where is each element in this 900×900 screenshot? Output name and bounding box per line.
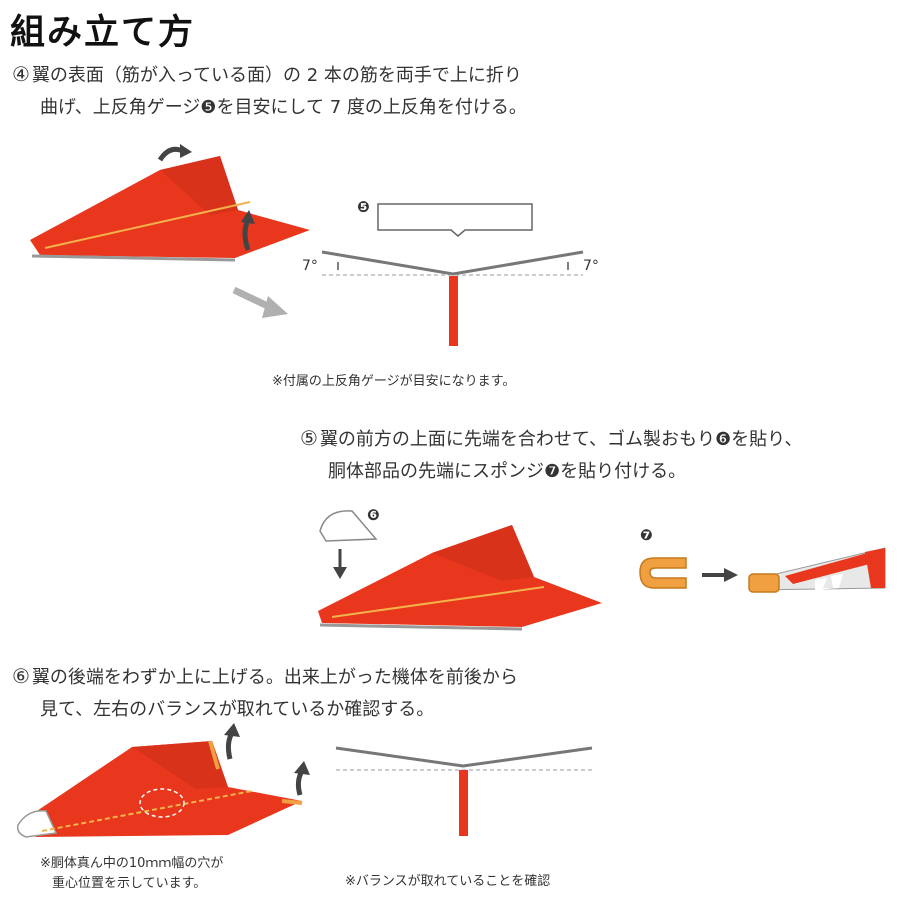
sponge-illustration (639, 557, 687, 589)
sponge-arrow (702, 568, 738, 582)
weight-marker: ❻ (367, 506, 380, 524)
step-6-line-2: 見て、左右のバランスが取れているか確認する。 (40, 699, 435, 720)
angle-label-left: 7° (302, 258, 318, 274)
fuselage-tip-illustration (748, 547, 886, 593)
step-6-plane-illustration (16, 723, 310, 838)
step-6-note-left-1: ※胴体真ん中の10ｍｍ幅の穴が (40, 856, 224, 871)
dihedral-gauge-diagram (321, 203, 584, 346)
rubber-weight-illustration (319, 510, 378, 579)
balance-check-diagram (335, 746, 593, 836)
step-4-line-1: 翼の表面（筋が入っている面）の 2 本の筋を両手で上に折り (31, 65, 522, 86)
step-5-line-1: 翼の前方の上面に先端を合わせて、ゴム製おもり❻を貼り、 (319, 429, 803, 450)
angle-label-right: 7° (583, 258, 599, 274)
step-6-note-left-2: 重心位置を示しています。 (52, 876, 207, 891)
step-6-line-1: 翼の後端をわずか上に上げる。出来上がった機体を前後から (31, 667, 518, 688)
step-5-plane-illustration (318, 525, 602, 631)
step-4-line-2: 曲げ、上反角ゲージ❺を目安にして 7 度の上反角を付ける。 (40, 97, 527, 118)
step-6-number: ⑥ (12, 664, 30, 688)
step-4-note: ※付属の上反角ゲージが目安になります。 (272, 374, 516, 389)
page-title: 組み立て方 (10, 13, 196, 53)
step-5-number: ⑤ (300, 426, 318, 450)
sponge-marker: ❼ (640, 526, 653, 544)
step-5-line-2: 胴体部品の先端にスポンジ❼を貼り付ける。 (328, 461, 687, 482)
step-4-plane-illustration (30, 144, 310, 262)
step-4-arrow (232, 286, 288, 318)
step-4-number: ④ (12, 62, 30, 86)
gauge-marker: ❺ (357, 198, 370, 216)
step-6-note-right: ※バランスが取れていることを確認 (345, 874, 551, 889)
